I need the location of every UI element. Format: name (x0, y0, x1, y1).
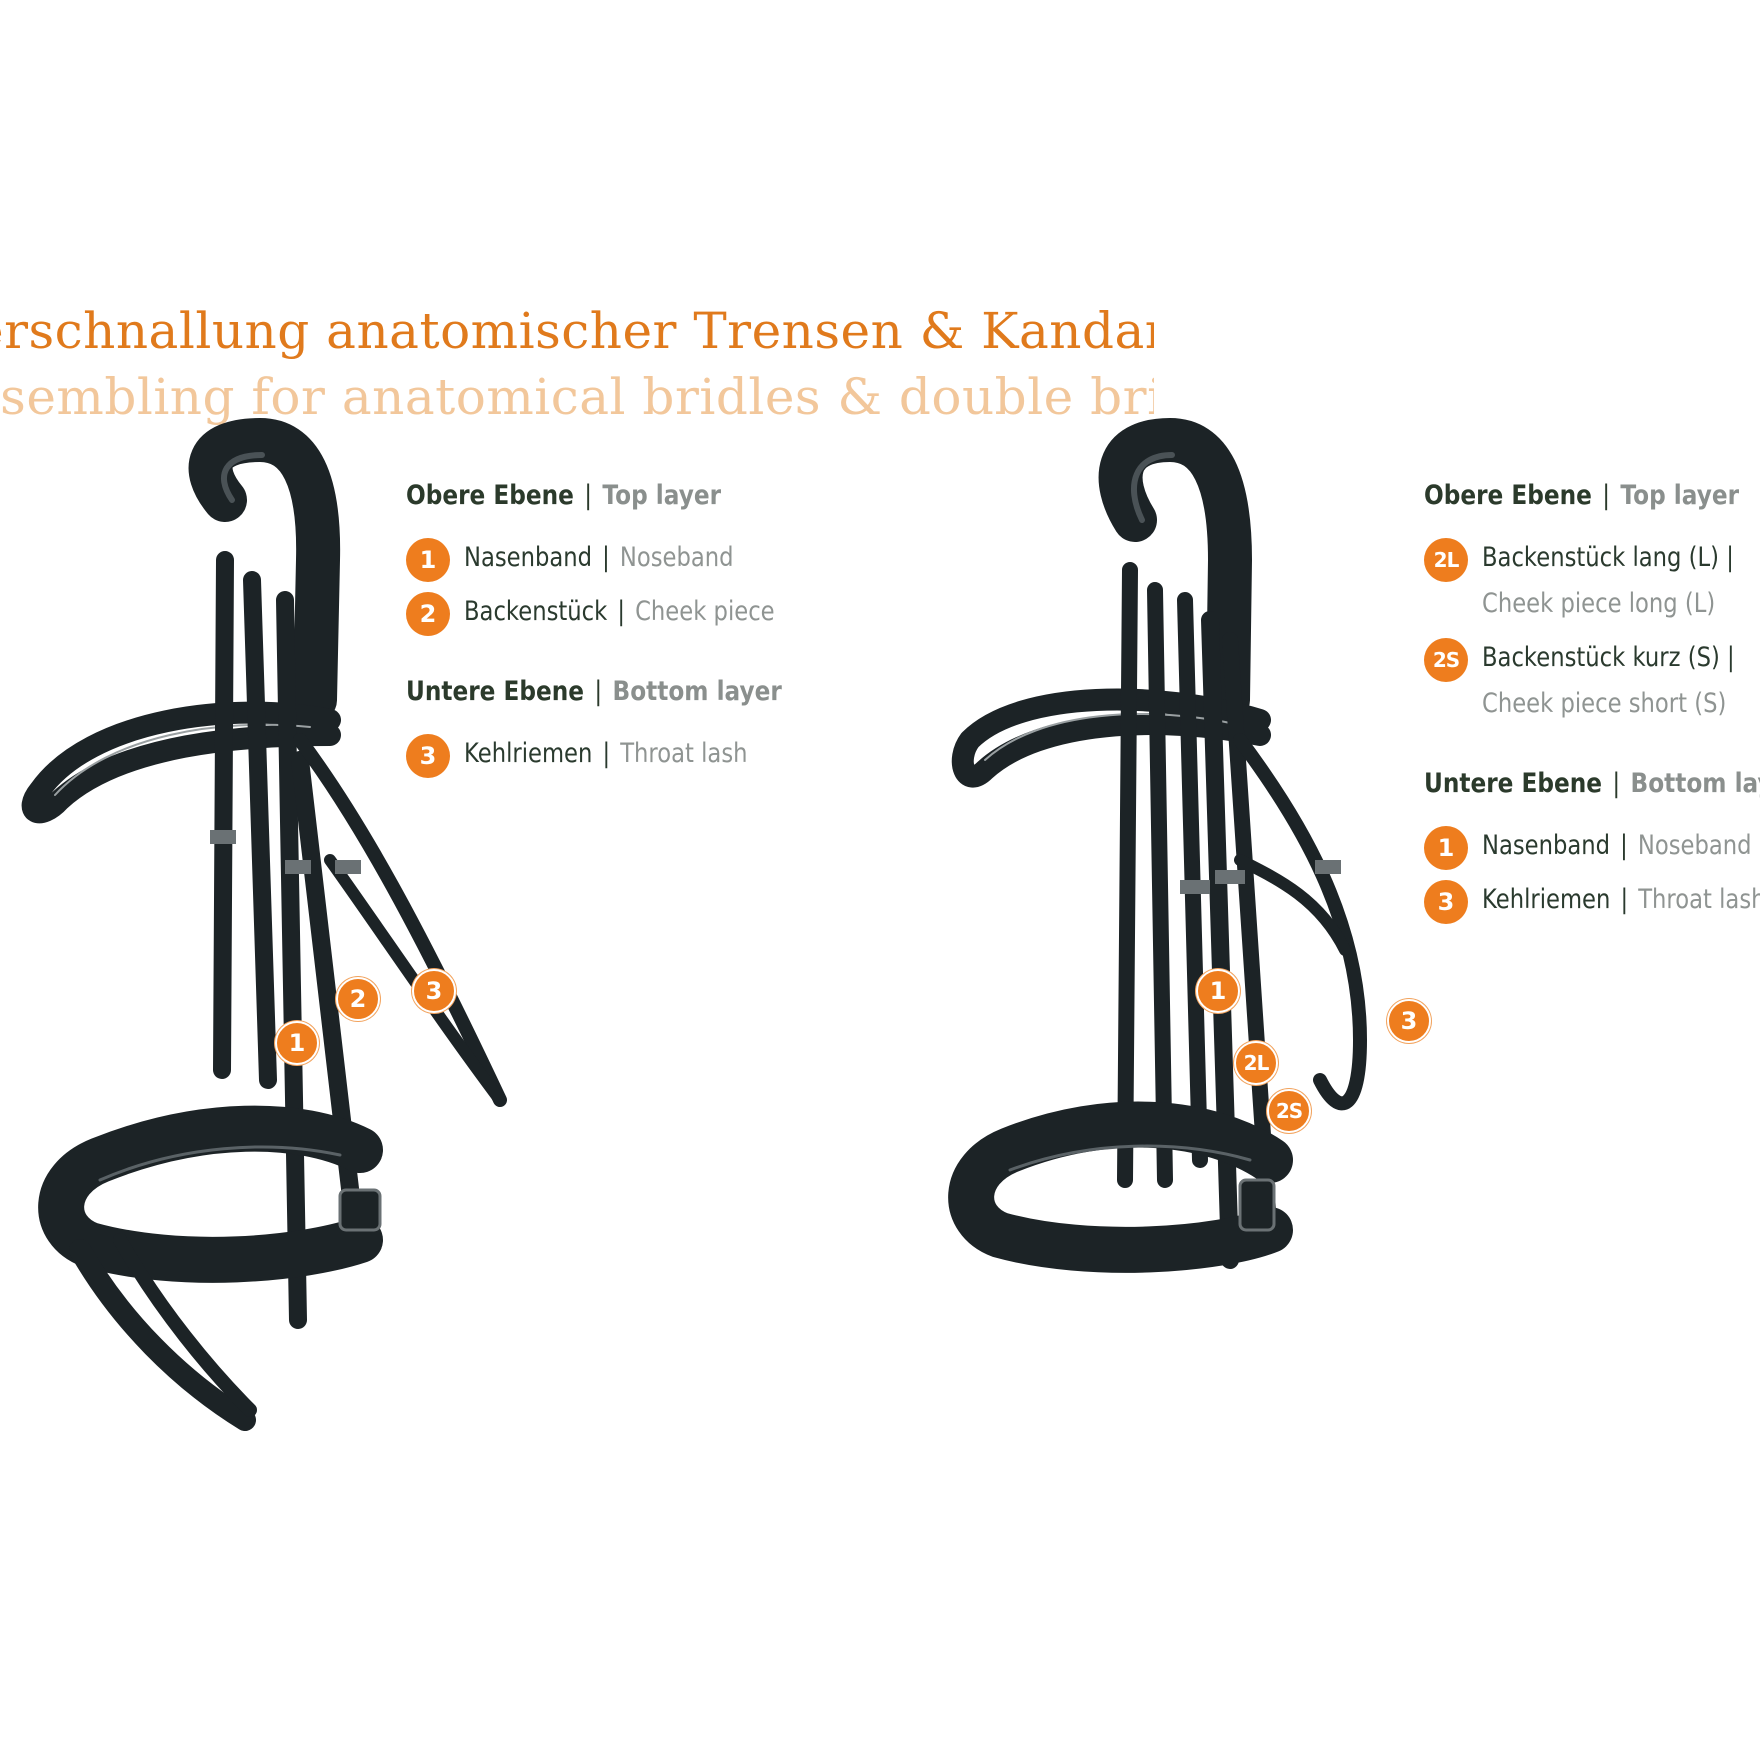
badge-icon: 1 (1424, 826, 1468, 870)
right-legend-item-2S-en: Cheek piece short (S) (1482, 688, 1727, 719)
right-legend-item-2S: 2S Backenstück kurz (S) | (1424, 634, 1760, 688)
left-bottom-layer-header: Untere Ebene|Bottom layer (406, 676, 782, 707)
badge-icon: 1 (406, 538, 450, 582)
title-english: ssembling for anatomical bridles & doubl… (0, 368, 1154, 426)
double-bridle-illustration (948, 418, 1367, 1273)
left-legend-item-2: 2 Backenstück|Cheek piece (406, 588, 846, 642)
badge-icon: 3 (406, 734, 450, 778)
title-block: erschnallung anatomischer Trensen & Kand… (0, 0, 1154, 440)
right-legend-item-2L: 2L Backenstück lang (L) | (1424, 534, 1760, 588)
right-bottom-layer-header: Untere Ebene|Bottom layer (1424, 768, 1760, 799)
badge-icon: 2L (1424, 538, 1468, 582)
right-legend-item-1: 1 Nasenband|Noseband (1424, 822, 1760, 876)
left-marker-3: 3 (412, 969, 456, 1013)
right-legend: Obere Ebene|Top layer 2L Backenstück lan… (1424, 480, 1760, 930)
left-legend: Obere Ebene|Top layer 1 Nasenband|Noseba… (406, 480, 846, 784)
anatomical-bridle-illustration (21, 418, 507, 1431)
left-legend-item-3: 3 Kehlriemen|Throat lash (406, 730, 846, 784)
right-marker-1: 1 (1196, 969, 1240, 1013)
left-marker-2: 2 (336, 977, 380, 1021)
title-german: erschnallung anatomischer Trensen & Kand… (0, 302, 1154, 360)
badge-icon: 3 (1424, 880, 1468, 924)
right-marker-2L: 2L (1234, 1041, 1278, 1085)
right-marker-3: 3 (1387, 999, 1431, 1043)
right-top-layer-header: Obere Ebene|Top layer (1424, 480, 1740, 511)
right-legend-item-2L-en: Cheek piece long (L) (1482, 588, 1716, 619)
left-top-layer-header: Obere Ebene|Top layer (406, 480, 722, 511)
left-legend-item-1: 1 Nasenband|Noseband (406, 534, 846, 588)
right-legend-item-3: 3 Kehlriemen|Throat lash (1424, 876, 1760, 930)
badge-icon: 2 (406, 592, 450, 636)
badge-icon: 2S (1424, 638, 1468, 682)
right-marker-2S: 2S (1267, 1089, 1311, 1133)
left-marker-1: 1 (275, 1021, 319, 1065)
